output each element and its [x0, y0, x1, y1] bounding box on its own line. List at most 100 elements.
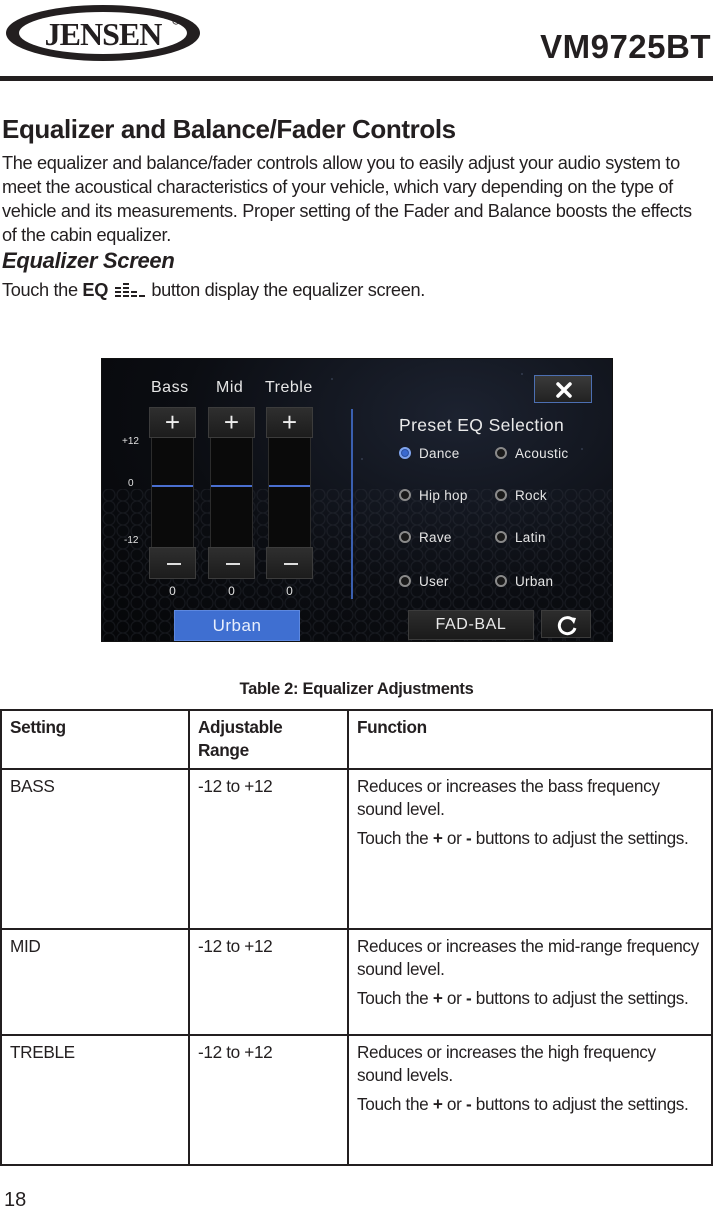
- band-label-treble: Treble: [265, 379, 313, 396]
- preset-eq-title: Preset EQ Selection: [399, 415, 565, 435]
- function-text: Reduces or increases the bass frequency …: [357, 776, 660, 819]
- scale-max: +12: [122, 436, 139, 447]
- close-icon: [556, 382, 572, 398]
- hint-text: buttons to adjust the settings.: [471, 988, 689, 1008]
- preset-user[interactable]: User: [399, 574, 449, 589]
- plus-symbol: +: [432, 988, 443, 1008]
- radio-icon: [399, 575, 411, 587]
- hint-text: Touch the: [357, 828, 433, 848]
- header-function: Function: [347, 709, 713, 770]
- preset-label: Acoustic: [515, 446, 569, 461]
- minus-symbol: -: [465, 1094, 472, 1114]
- instruction-text: Touch the: [2, 280, 83, 300]
- hint-text: or: [442, 828, 466, 848]
- close-button[interactable]: [534, 375, 592, 403]
- bass-minus-button[interactable]: [149, 547, 196, 579]
- radio-icon: [495, 575, 507, 587]
- radio-icon: [399, 489, 411, 501]
- treble-value: 0: [286, 584, 293, 598]
- equalizer-bars-icon: [114, 283, 145, 297]
- function-cell: Reduces or increases the mid-range frequ…: [347, 928, 713, 1036]
- hint-text: or: [442, 1094, 466, 1114]
- instruction-text: button display the equalizer screen.: [146, 280, 425, 300]
- preset-label: User: [419, 574, 449, 589]
- reset-button[interactable]: [541, 610, 591, 638]
- function-text: Reduces or increases the mid-range frequ…: [357, 936, 699, 979]
- minus-symbol: -: [465, 828, 472, 848]
- plus-symbol: +: [432, 1094, 443, 1114]
- hint-text: Touch the: [357, 988, 433, 1008]
- setting-cell: BASS: [0, 768, 190, 930]
- preset-acoustic[interactable]: Acoustic: [495, 446, 568, 461]
- preset-label: Rave: [419, 530, 452, 545]
- bass-slider[interactable]: [151, 438, 194, 548]
- subsection-title: Equalizer Screen: [2, 248, 175, 273]
- plus-symbol: +: [432, 828, 443, 848]
- radio-icon: [399, 531, 411, 543]
- range-cell: -12 to +12: [188, 928, 349, 1036]
- header-divider: [0, 76, 713, 81]
- function-hint: Touch the + or - buttons to adjust the s…: [357, 987, 703, 1010]
- header-setting: Setting: [0, 709, 190, 770]
- radio-selected-icon: [399, 447, 411, 459]
- setting-cell: MID: [0, 928, 190, 1036]
- treble-minus-button[interactable]: [266, 547, 313, 579]
- range-cell: -12 to +12: [188, 768, 349, 930]
- radio-icon: [495, 531, 507, 543]
- jensen-logo: JENSEN: [6, 5, 200, 61]
- mid-plus-button[interactable]: +: [208, 407, 255, 438]
- bass-value: 0: [169, 584, 176, 598]
- model-number: VM9725BT: [540, 28, 711, 65]
- function-hint: Touch the + or - buttons to adjust the s…: [357, 827, 703, 850]
- table-row: BASS -12 to +12 Reduces or increases the…: [0, 768, 713, 930]
- treble-plus-button[interactable]: +: [266, 407, 313, 438]
- minus-symbol: -: [465, 988, 472, 1008]
- mid-level-indicator: [211, 485, 252, 487]
- hint-text: buttons to adjust the settings.: [471, 828, 689, 848]
- band-label-mid: Mid: [216, 379, 244, 396]
- fad-bal-button[interactable]: FAD-BAL: [408, 610, 534, 640]
- preset-urban[interactable]: Urban: [495, 574, 553, 589]
- hint-text: Touch the: [357, 1094, 433, 1114]
- bass-level-indicator: [152, 485, 193, 487]
- preset-label: Rock: [515, 488, 547, 503]
- preset-label: Urban: [515, 574, 554, 589]
- minus-icon: [284, 563, 298, 565]
- table-caption: Table 2: Equalizer Adjustments: [239, 680, 474, 698]
- preset-hip-hop[interactable]: Hip hop: [399, 488, 468, 503]
- intro-paragraph: The equalizer and balance/fader controls…: [2, 153, 692, 245]
- radio-icon: [495, 447, 507, 459]
- preset-dance[interactable]: Dance: [399, 446, 460, 461]
- band-label-bass: Bass: [151, 379, 189, 396]
- preset-label: Hip hop: [419, 488, 468, 503]
- eq-instruction: Touch the EQ button display the equalize…: [2, 280, 425, 301]
- refresh-icon: [557, 616, 577, 636]
- table-row: TREBLE -12 to +12 Reduces or increases t…: [0, 1034, 713, 1166]
- mid-minus-button[interactable]: [208, 547, 255, 579]
- preset-rave[interactable]: Rave: [399, 530, 452, 545]
- setting-cell: TREBLE: [0, 1034, 190, 1166]
- treble-level-indicator: [269, 485, 310, 487]
- function-cell: Reduces or increases the high frequency …: [347, 1034, 713, 1166]
- scale-zero: 0: [128, 478, 134, 489]
- mid-slider[interactable]: [210, 438, 253, 548]
- table-row: MID -12 to +12 Reduces or increases the …: [0, 928, 713, 1036]
- hint-text: or: [442, 988, 466, 1008]
- preset-label: Dance: [419, 446, 460, 461]
- bass-plus-button[interactable]: +: [149, 407, 196, 438]
- page-number: 18: [4, 1189, 27, 1211]
- preset-latin[interactable]: Latin: [495, 530, 546, 545]
- scale-min: -12: [124, 535, 139, 546]
- treble-slider[interactable]: [268, 438, 311, 548]
- equalizer-screen: Bass Mid Treble +12 0 -12 + 0 + 0 + 0 Ur…: [101, 358, 613, 642]
- eq-label: EQ: [82, 280, 108, 300]
- range-cell: -12 to +12: [188, 1034, 349, 1166]
- preset-rock[interactable]: Rock: [495, 488, 547, 503]
- function-hint: Touch the + or - buttons to adjust the s…: [357, 1093, 703, 1116]
- panel-divider: [351, 409, 353, 599]
- function-text: Reduces or increases the high frequency …: [357, 1042, 656, 1085]
- current-preset-button[interactable]: Urban: [174, 610, 300, 641]
- section-title: Equalizer and Balance/Fader Controls: [2, 114, 456, 144]
